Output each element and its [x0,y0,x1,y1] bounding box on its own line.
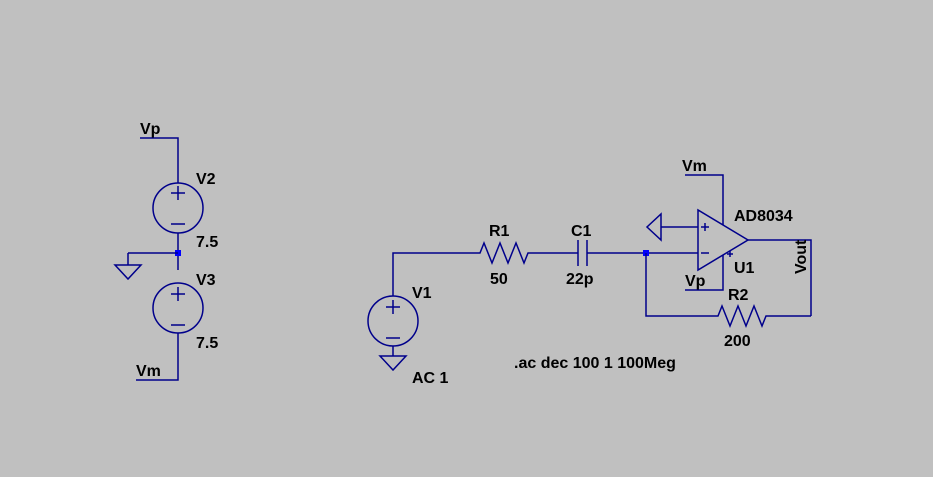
c1-value: 22p [566,271,594,288]
v2-source[interactable] [152,182,204,234]
spice-directive[interactable]: .ac dec 100 1 100Meg [514,355,676,372]
c1-capacitor[interactable] [565,240,600,266]
wire-feedback-left [645,253,713,317]
v3-source[interactable] [152,282,204,334]
ground-icon [645,212,662,242]
u1-name: U1 [734,260,755,277]
v3-name: V3 [196,272,216,289]
ground-icon [378,355,408,372]
r1-value: 50 [490,271,508,288]
net-label-vp-opamp[interactable]: Vp [685,273,706,290]
v1-source[interactable] [367,295,419,347]
wire-vout [748,239,812,316]
wire-vm-opamp [685,174,724,225]
wire-v1-r1 [392,252,475,296]
v2-value: 7.5 [196,234,218,251]
wire-vp-opamp [685,255,724,291]
net-label-vp-top[interactable]: Vp [140,121,161,138]
c1-name: C1 [571,223,592,240]
v3-value: 7.5 [196,335,218,352]
r1-name: R1 [489,223,510,240]
r2-name: R2 [728,287,749,304]
wire-vm-label [136,333,179,381]
net-label-vm-opamp[interactable]: Vm [682,158,707,175]
r2-value: 200 [724,333,751,350]
u1-value: AD8034 [734,208,793,225]
ground-icon [113,264,143,281]
v1-value: AC 1 [412,370,449,387]
supply-section: Vp V2 7.5 V3 7.5 Vm [113,121,218,381]
amplifier-section: V1 AC 1 R1 50 C1 22p R2 200 Vout [367,158,812,387]
v2-name: V2 [196,171,216,188]
r2-resistor[interactable] [713,303,811,329]
net-label-vout[interactable]: Vout [793,239,810,274]
wire-vp-label [140,137,179,183]
r1-resistor[interactable] [475,240,565,266]
net-label-vm-bottom[interactable]: Vm [136,363,161,380]
v1-name: V1 [412,285,432,302]
